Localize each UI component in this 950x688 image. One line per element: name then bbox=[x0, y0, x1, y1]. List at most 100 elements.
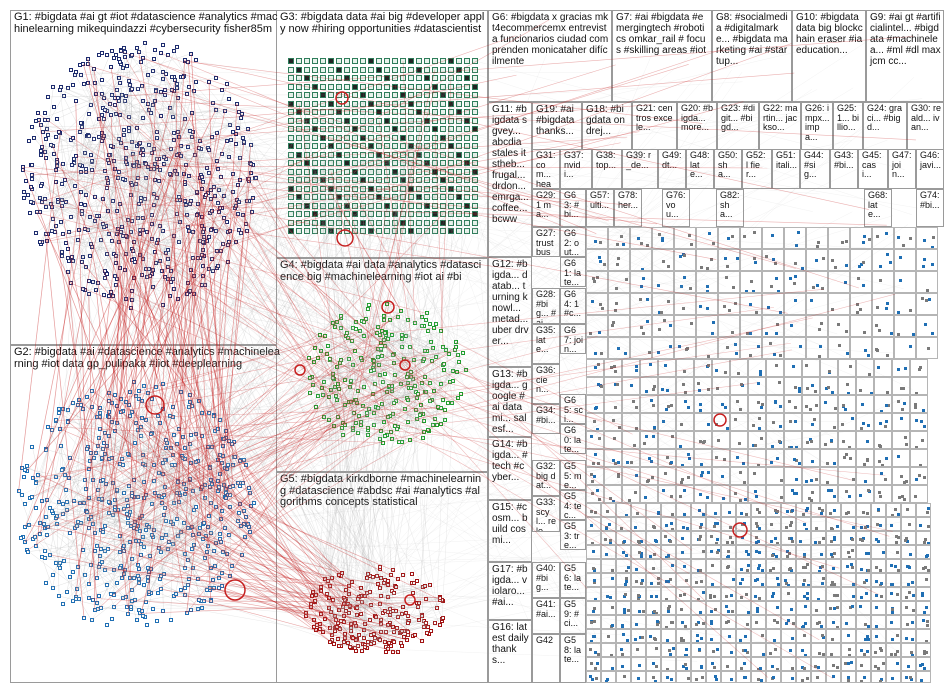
node bbox=[896, 662, 899, 665]
g1-node bbox=[200, 224, 204, 228]
g4-node bbox=[406, 398, 410, 402]
g3-node bbox=[328, 75, 334, 81]
node bbox=[732, 286, 735, 289]
g1-node bbox=[186, 145, 190, 149]
node bbox=[831, 308, 834, 311]
node bbox=[744, 635, 747, 638]
group-panel-g59: G59: #ci... bbox=[560, 598, 586, 634]
g5-node bbox=[396, 577, 400, 581]
g1-node bbox=[115, 277, 119, 281]
g3-node bbox=[472, 109, 478, 115]
node bbox=[878, 329, 881, 332]
small-group-cell bbox=[661, 643, 676, 657]
node bbox=[739, 471, 742, 474]
node bbox=[707, 364, 710, 367]
node bbox=[866, 635, 869, 638]
node bbox=[865, 592, 868, 595]
node bbox=[830, 489, 833, 492]
group-label-g1: G1: #bigdata #ai gt #iot #datascience #a… bbox=[14, 12, 283, 35]
node bbox=[635, 365, 638, 368]
node bbox=[710, 258, 713, 261]
node bbox=[926, 511, 929, 514]
g1-node bbox=[185, 92, 189, 96]
g3-node bbox=[424, 109, 430, 115]
g3-node bbox=[400, 203, 406, 209]
node bbox=[590, 524, 593, 527]
g1-node bbox=[207, 171, 211, 175]
node bbox=[712, 242, 715, 245]
g2-node bbox=[68, 575, 72, 579]
g2-node bbox=[101, 530, 105, 534]
g3-node bbox=[448, 118, 454, 124]
g1-node bbox=[183, 117, 187, 121]
g1-node bbox=[185, 213, 189, 217]
g2-node bbox=[197, 532, 201, 536]
node bbox=[664, 364, 667, 367]
g3-node bbox=[400, 67, 406, 73]
g4-node bbox=[335, 398, 339, 402]
g3-node bbox=[296, 75, 302, 81]
g1-node bbox=[178, 198, 182, 202]
g2-node bbox=[45, 498, 49, 502]
small-group-cell bbox=[886, 531, 901, 545]
g1-node bbox=[234, 142, 238, 146]
node bbox=[760, 406, 763, 409]
small-group-cell bbox=[706, 545, 721, 559]
g5-node bbox=[319, 612, 323, 616]
small-group-cell bbox=[811, 671, 826, 683]
g4-node bbox=[447, 352, 451, 356]
small-group-cell bbox=[796, 643, 811, 657]
node bbox=[642, 277, 645, 280]
g3-node bbox=[456, 203, 462, 209]
g3-node bbox=[352, 75, 358, 81]
small-group-cell bbox=[586, 249, 608, 271]
g5-node bbox=[411, 591, 415, 595]
g4-node bbox=[378, 373, 382, 377]
g1-node bbox=[204, 193, 208, 197]
g5-node bbox=[391, 650, 395, 654]
g3-node bbox=[304, 58, 310, 64]
node bbox=[876, 349, 879, 352]
g1-node bbox=[177, 135, 181, 139]
node bbox=[715, 369, 718, 372]
small-group-cell bbox=[826, 573, 841, 587]
g3-node bbox=[456, 228, 462, 234]
g3-node bbox=[464, 203, 470, 209]
g3-node bbox=[312, 228, 318, 234]
g1-node bbox=[109, 113, 113, 117]
g2-node bbox=[227, 439, 231, 443]
g3-node bbox=[424, 194, 430, 200]
g5-node bbox=[384, 650, 388, 654]
group-label-g46: G46: javi... bbox=[920, 151, 941, 170]
g2-node bbox=[169, 618, 173, 622]
g3-node bbox=[416, 135, 422, 141]
node bbox=[667, 405, 670, 408]
g2-node bbox=[134, 421, 138, 425]
small-group-cell bbox=[676, 643, 691, 657]
g5-node bbox=[359, 612, 363, 616]
g3-node bbox=[424, 169, 430, 175]
node bbox=[657, 512, 660, 515]
g5-node bbox=[374, 615, 378, 619]
g4-node bbox=[366, 433, 370, 437]
node bbox=[648, 457, 651, 460]
group-label-g22: G22: martin... jackso... bbox=[763, 104, 798, 133]
g3-node bbox=[336, 109, 342, 115]
g4-node bbox=[426, 329, 430, 333]
small-group-cell bbox=[871, 559, 886, 573]
g4-node bbox=[391, 353, 395, 357]
g2-node bbox=[77, 597, 81, 601]
g1-node bbox=[125, 64, 129, 68]
g1-node bbox=[84, 170, 88, 174]
g2-node bbox=[83, 478, 87, 482]
group-panel-g56: G56: late... bbox=[560, 562, 586, 598]
g3-node bbox=[328, 169, 334, 175]
g1-node bbox=[107, 153, 111, 157]
g3-node bbox=[472, 177, 478, 183]
g3-node bbox=[312, 169, 318, 175]
node bbox=[814, 665, 817, 668]
g3-node bbox=[440, 126, 446, 132]
g3-node bbox=[336, 160, 342, 166]
small-group-cell bbox=[676, 413, 694, 431]
g4-node bbox=[424, 318, 428, 322]
